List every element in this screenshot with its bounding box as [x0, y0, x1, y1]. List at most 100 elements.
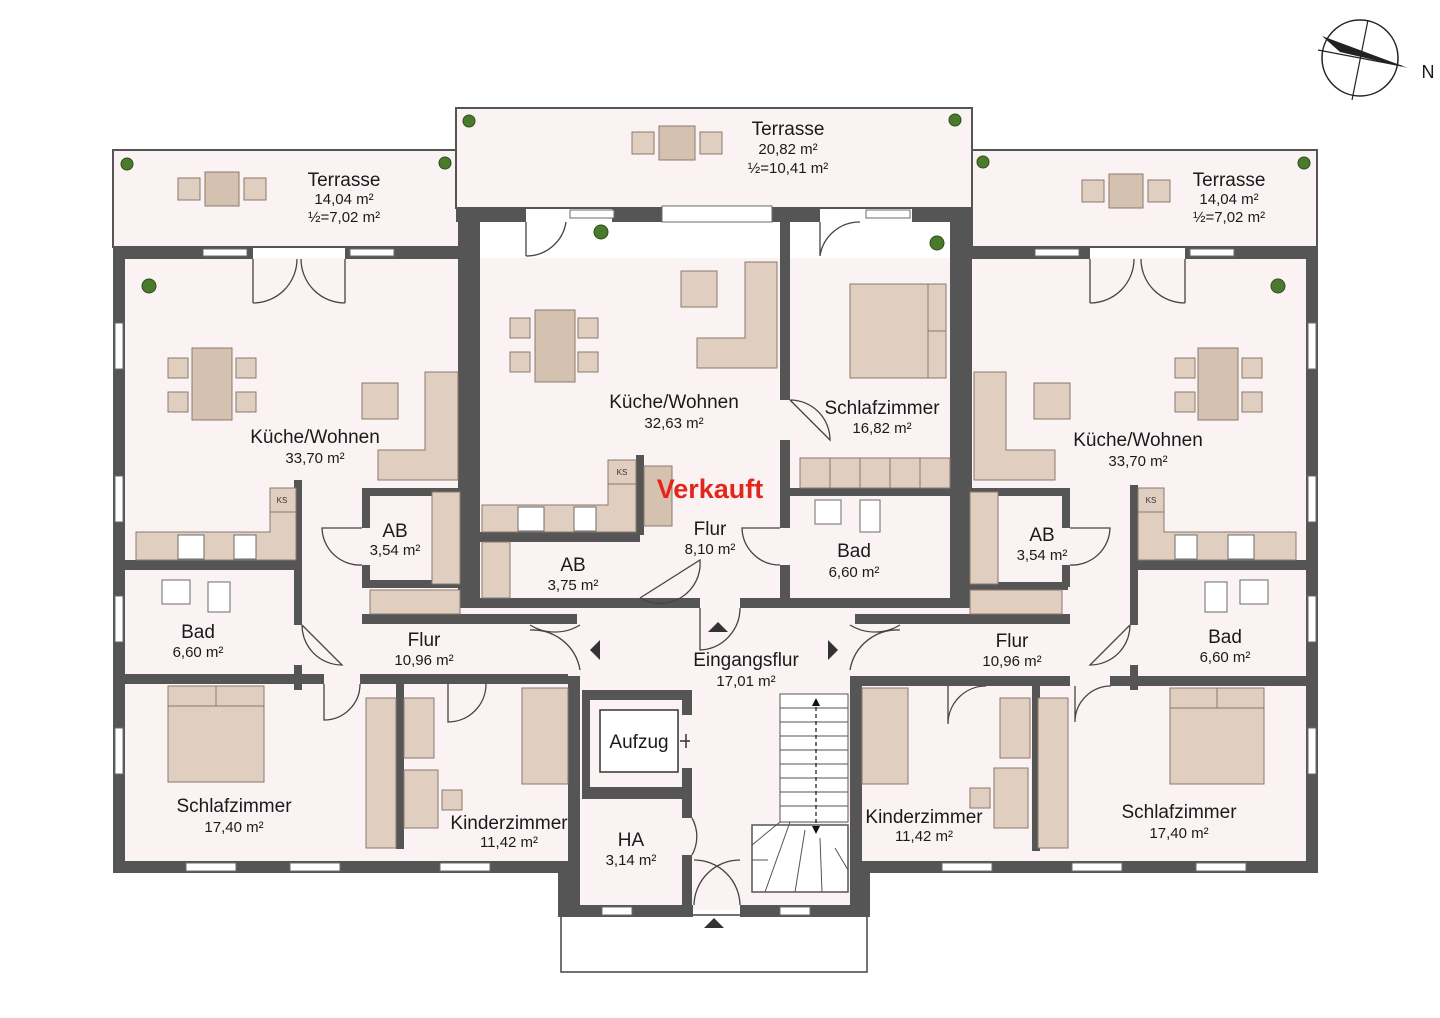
chair [577, 351, 599, 373]
window [185, 862, 237, 872]
wall [360, 674, 568, 684]
desk [993, 767, 1029, 829]
room-name: Schlafzimmer [176, 796, 292, 817]
room-area: 17,40 m² [1149, 825, 1208, 842]
compass-axis [1317, 49, 1403, 67]
room-name: Eingangsflur [693, 650, 799, 671]
wall [113, 247, 125, 871]
door-swing [691, 817, 698, 856]
shelf [999, 697, 1031, 759]
wall [362, 565, 370, 587]
window [1307, 595, 1317, 643]
plant-icon [141, 278, 157, 294]
room-name: HA [618, 830, 645, 851]
shelf [369, 589, 461, 615]
wall [470, 532, 640, 542]
wall [1130, 485, 1138, 625]
window [569, 209, 615, 219]
room-name: Schlafzimmer [1121, 802, 1237, 823]
wall [780, 488, 790, 528]
room-area: 6,60 m² [173, 644, 224, 661]
sink [573, 506, 597, 532]
room-area: 6,60 m² [829, 564, 880, 581]
room-name: Küche/Wohnen [609, 392, 739, 413]
wall [682, 768, 692, 798]
window [349, 248, 395, 257]
plant-icon [438, 156, 452, 170]
window [1307, 727, 1317, 775]
window [601, 906, 633, 916]
door-swing [252, 258, 298, 304]
chair [167, 391, 189, 413]
chair [699, 131, 723, 155]
room-name: Terrasse [1193, 170, 1266, 191]
sofa [973, 371, 1056, 481]
room-area: 3,14 m² [606, 852, 657, 869]
fridge-label: KS [1146, 496, 1157, 505]
plant-icon [462, 114, 476, 128]
plant-icon [1297, 156, 1311, 170]
room-area: 33,70 m² [285, 450, 344, 467]
single-bed [861, 687, 909, 785]
wall [362, 580, 462, 588]
wall [558, 861, 570, 916]
room-area: 32,63 m² [644, 415, 703, 432]
room-name: Bad [837, 541, 871, 562]
door-swing [741, 527, 781, 566]
room-name: Bad [1208, 627, 1242, 648]
fridge [607, 459, 637, 485]
arrow-up-icon [704, 918, 724, 928]
fridge-label: KS [277, 496, 288, 505]
door-swing [301, 624, 344, 666]
chair [167, 357, 189, 379]
room-area: 33,70 m² [1108, 453, 1167, 470]
fridge-label: KS [617, 468, 628, 477]
wall [682, 690, 692, 715]
chair [1147, 179, 1171, 203]
stove [177, 534, 205, 560]
staircase [599, 693, 849, 893]
room-name: Aufzug [609, 732, 668, 753]
wall [362, 488, 462, 496]
wall [740, 598, 960, 608]
chair [1174, 357, 1196, 379]
wall [1110, 676, 1308, 686]
door-swing [639, 558, 701, 605]
room-area: 3,54 m² [370, 542, 421, 559]
window [114, 595, 124, 643]
coffee-table [680, 270, 718, 308]
door-swing [1089, 258, 1135, 304]
wall [582, 787, 692, 799]
wall [855, 614, 1070, 624]
shelf [969, 589, 1063, 615]
door-swing [947, 685, 987, 725]
chair [235, 357, 257, 379]
room-name: Küche/Wohnen [1073, 430, 1203, 451]
pillows [168, 686, 264, 707]
room-name: Schlafzimmer [824, 398, 940, 419]
shelf [403, 697, 435, 759]
wall [396, 684, 404, 849]
coffee-table [361, 382, 399, 420]
chair [1241, 357, 1263, 379]
window [439, 862, 491, 872]
room-area: 16,82 m² [852, 420, 911, 437]
door-swing [447, 683, 487, 723]
wardrobe [1037, 697, 1069, 849]
cabinet [643, 465, 673, 527]
north-label: N [1422, 62, 1435, 82]
room-area: 17,01 m² [716, 673, 775, 690]
room-area: 8,10 m² [685, 541, 736, 558]
entrance-arrows [590, 622, 838, 928]
door-swing [699, 607, 741, 651]
single-bed [521, 687, 569, 785]
wall [1062, 565, 1070, 587]
room-area: 14,04 m² [1199, 191, 1258, 208]
room-name: Bad [181, 622, 215, 643]
wall [568, 676, 580, 906]
wall [968, 582, 1068, 590]
wall [582, 690, 692, 700]
room-half-area: ½=7,02 m² [1193, 209, 1265, 226]
stove [1227, 534, 1255, 560]
wall [470, 598, 700, 608]
